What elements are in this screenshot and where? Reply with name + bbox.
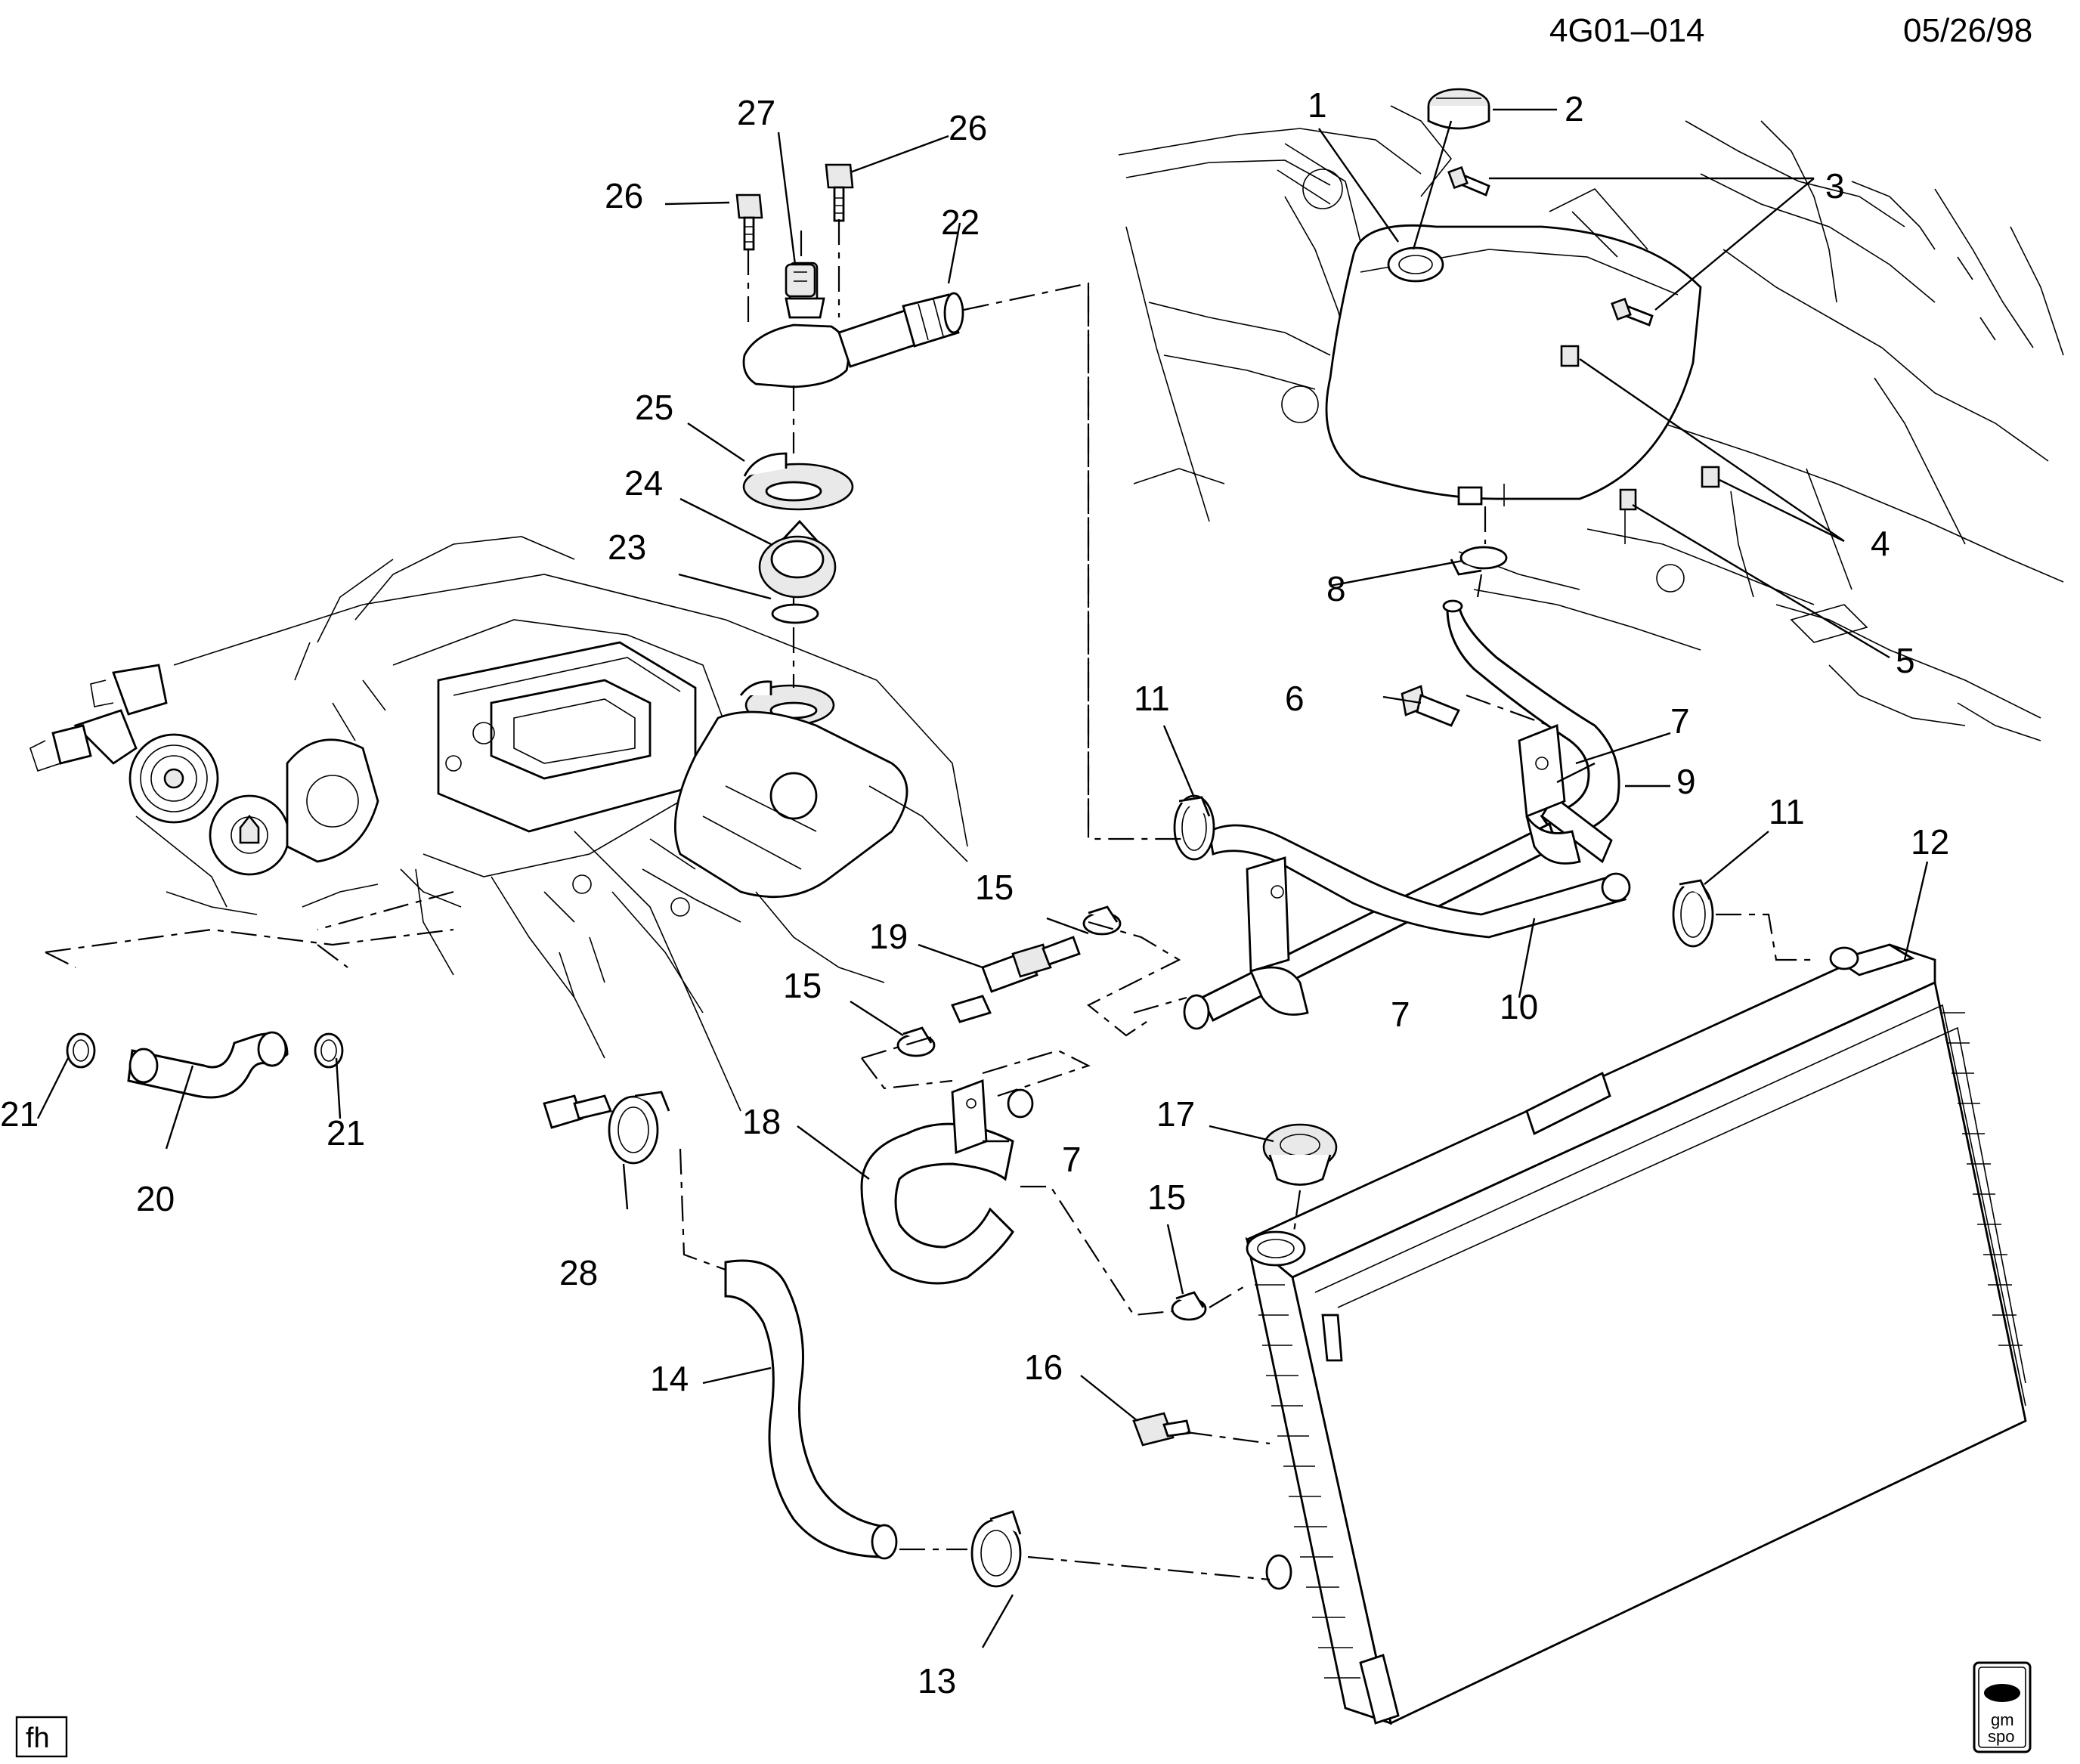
hose-clamp-15c — [1172, 1292, 1206, 1320]
callout-21-right: 21 — [327, 1113, 365, 1153]
hose-connector — [952, 937, 1079, 1022]
lower-hose-clamp — [972, 1512, 1020, 1586]
callout-21-left: 21 — [0, 1094, 39, 1134]
callout-15-right: 15 — [1147, 1178, 1186, 1217]
callout-6: 6 — [1285, 679, 1305, 718]
o-ring-left — [67, 1034, 94, 1067]
callout-7-lower: 7 — [1062, 1140, 1082, 1179]
heater-hose — [862, 1081, 1032, 1283]
bypass-pipe — [128, 1032, 287, 1097]
callout-labels: 1 2 3 4 5 6 7 7 7 8 9 10 11 11 12 13 14 … — [0, 85, 1949, 1701]
lower-radiator-hose — [726, 1261, 896, 1558]
thermostat-housing — [744, 263, 963, 387]
callout-1: 1 — [1308, 85, 1327, 125]
header-date: 05/26/98 — [1903, 12, 2032, 49]
body-structure — [1119, 106, 2063, 741]
gm-spo-logo-icon: gm spo — [1973, 1661, 2032, 1753]
hose-clamp-15a — [1084, 907, 1120, 934]
reservoir-bolts — [1449, 168, 1652, 325]
callout-18: 18 — [742, 1102, 781, 1141]
callout-17: 17 — [1156, 1094, 1195, 1134]
callout-11-right: 11 — [1769, 792, 1805, 831]
callout-3: 3 — [1825, 166, 1845, 206]
callout-15-left: 15 — [783, 966, 822, 1005]
upper-hose-clamp — [609, 1092, 669, 1163]
callout-9: 9 — [1676, 762, 1696, 801]
coolant-reservoir — [1326, 189, 1701, 506]
callout-16: 16 — [1024, 1348, 1063, 1387]
temperature-sensor — [786, 265, 815, 296]
engine-block — [30, 537, 967, 1128]
callout-7-upper: 7 — [1670, 701, 1690, 741]
header-code: 4G01–014 — [1549, 12, 1705, 49]
overflow-hose-clamp — [1451, 547, 1506, 574]
callout-20: 20 — [136, 1179, 175, 1218]
housing-bolt-right — [826, 165, 853, 221]
callout-15-top: 15 — [975, 868, 1014, 907]
radiator-cap — [1264, 1125, 1336, 1185]
hose-clamp-upper-right — [1673, 880, 1713, 946]
thermostat — [760, 521, 835, 597]
callout-12: 12 — [1911, 822, 1949, 862]
callout-5: 5 — [1896, 641, 1915, 680]
callout-4: 4 — [1871, 524, 1890, 563]
hose-clamp-upper-left — [1175, 796, 1214, 859]
callout-7-middle: 7 — [1391, 995, 1410, 1034]
callout-24: 24 — [624, 463, 663, 503]
callout-28: 28 — [559, 1253, 598, 1292]
leader-lines — [38, 110, 1927, 1648]
housing-bolt-left — [737, 195, 762, 249]
corner-tag-text: fh — [26, 1722, 50, 1754]
callout-27: 27 — [737, 93, 775, 132]
reservoir-nuts — [1562, 346, 1719, 487]
callout-23: 23 — [608, 528, 646, 567]
reservoir-cap — [1428, 89, 1489, 128]
corner-tag: fh — [15, 1716, 68, 1758]
drain-valve — [1134, 1413, 1190, 1445]
assembly-lines — [45, 219, 1814, 1580]
logo-line2: spo — [1988, 1727, 2014, 1746]
callout-14: 14 — [650, 1359, 689, 1398]
thermostat-gasket — [772, 605, 818, 623]
coolant-tube — [1184, 726, 1630, 1029]
thermostat-seal — [744, 453, 853, 509]
logo-line1: gm — [1991, 1710, 2014, 1729]
push-pin — [1402, 686, 1459, 726]
callout-8: 8 — [1326, 569, 1346, 608]
reservoir-stud — [1620, 490, 1636, 544]
radiator — [1247, 945, 2026, 1723]
o-ring-right — [315, 1034, 342, 1067]
callout-2: 2 — [1565, 89, 1584, 128]
callout-22: 22 — [941, 203, 980, 242]
callout-10: 10 — [1500, 987, 1538, 1026]
callout-26-left: 26 — [605, 176, 643, 215]
callout-19: 19 — [869, 917, 908, 956]
callout-13: 13 — [918, 1661, 956, 1701]
callout-11-left: 11 — [1134, 679, 1170, 718]
callout-26-right: 26 — [949, 108, 987, 147]
callout-25: 25 — [635, 388, 673, 427]
